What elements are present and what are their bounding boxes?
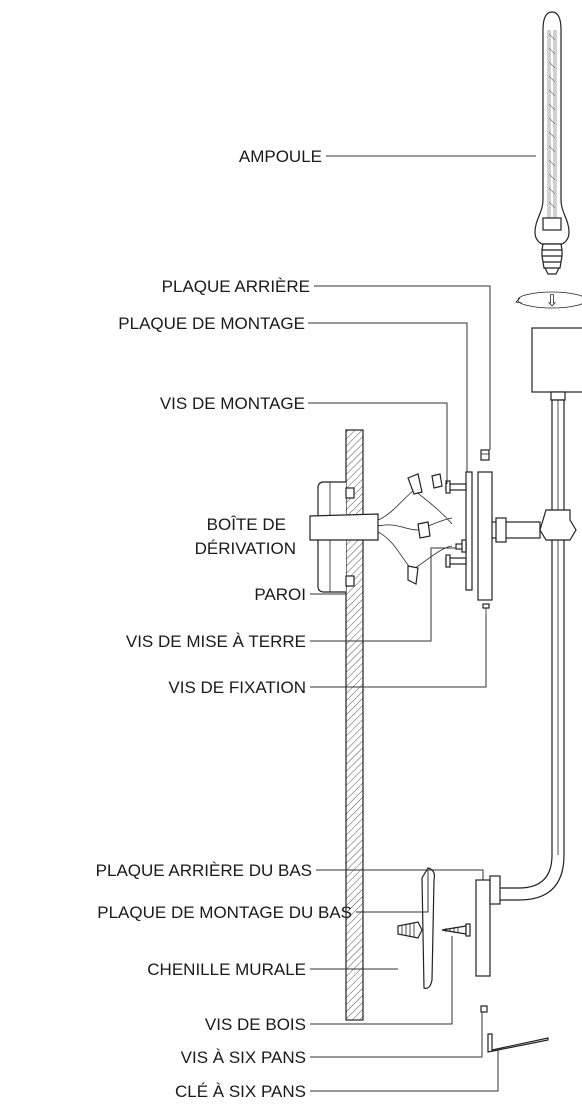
wood-screw <box>441 923 471 937</box>
lower-arm-nut <box>489 875 501 905</box>
back-plate <box>477 471 493 601</box>
supply-cable <box>309 513 379 541</box>
junction-box-tab-top <box>345 487 355 499</box>
lower-mounting-hardware <box>397 867 549 1053</box>
label-boite-de-derivation-line2: DÉRIVATION <box>195 539 296 558</box>
label-chenille-murale: CHENILLE MURALE <box>147 960 306 979</box>
label-vis-de-bois: VIS DE BOIS <box>205 1015 306 1034</box>
bulb-filament <box>547 30 557 222</box>
label-plaque-arriere-du-bas: PLAQUE ARRIÈRE DU BAS <box>96 861 312 880</box>
label-vis-a-six-pans: VIS À SIX PANS <box>181 1048 306 1067</box>
socket-and-arm <box>483 327 582 901</box>
label-plaque-de-montage: PLAQUE DE MONTAGE <box>118 314 305 333</box>
wire-nut-top-right <box>431 473 443 489</box>
label-cle-a-six-pans: CLÉ À SIX PANS <box>175 1082 306 1101</box>
label-ampoule: AMPOULE <box>239 147 322 166</box>
leader-vis-de-montage <box>308 402 448 484</box>
leader-plaque-arriere <box>314 285 491 450</box>
mounting-plate <box>465 471 473 591</box>
wires <box>377 489 453 571</box>
wire-nut-bottom <box>407 565 419 585</box>
wire-nut-top <box>407 473 423 495</box>
leader-vis-de-bois <box>310 936 453 1025</box>
label-paroi: PAROI <box>254 585 306 604</box>
bulb-base <box>541 243 563 275</box>
leader-lines <box>308 155 536 1092</box>
leader-plaque-de-montage-du-bas <box>356 870 429 913</box>
horizontal-arm-nut <box>495 517 507 543</box>
bulb-glass <box>534 11 570 245</box>
leader-plaque-de-montage <box>308 322 468 472</box>
labels: AMPOULE PLAQUE ARRIÈRE PLAQUE DE MONTAGE… <box>96 147 352 1101</box>
label-vis-de-fixation: VIS DE FIXATION <box>168 678 306 697</box>
vertical-arm-tube <box>487 399 565 901</box>
tee-joint <box>539 509 577 541</box>
socket-collar <box>550 391 566 401</box>
hex-key <box>487 1033 549 1053</box>
junction-box <box>309 473 453 593</box>
leader-cle-a-six-pans <box>310 1048 499 1092</box>
rotation-indicator: ⇩ <box>515 291 582 310</box>
label-plaque-de-montage-du-bas: PLAQUE DE MONTAGE DU BAS <box>97 903 352 922</box>
label-vis-de-montage: VIS DE MONTAGE <box>160 394 305 413</box>
down-arrow-icon: ⇩ <box>545 291 558 310</box>
lower-back-plate <box>475 879 491 977</box>
fixing-screw-top <box>480 449 490 461</box>
mounting-screw-bottom <box>445 554 467 568</box>
wall-anchor-ribs <box>401 923 415 937</box>
mounting-screw-top <box>445 480 467 494</box>
upper-mounting-hardware <box>445 449 493 614</box>
rotation-arrowhead <box>515 297 523 304</box>
ground-screw <box>455 539 467 553</box>
leader-plaque-arriere-du-bas <box>316 869 484 880</box>
wire-nut-middle <box>417 521 431 539</box>
fixing-screw-bottom <box>482 603 490 614</box>
junction-box-tab-bottom <box>345 575 355 587</box>
bulb-stem <box>542 217 562 231</box>
hex-screw <box>480 1005 488 1013</box>
leader-vis-a-six-pans <box>310 1012 483 1058</box>
leader-vis-de-mise-a-terre <box>310 547 456 642</box>
leader-vis-de-fixation <box>310 614 487 688</box>
label-boite-de-derivation-line1: BOÎTE DE <box>207 515 286 534</box>
label-vis-de-mise-a-terre: VIS DE MISE À TERRE <box>126 632 306 651</box>
bulb <box>534 11 570 275</box>
label-plaque-arriere: PLAQUE ARRIÈRE <box>162 277 310 296</box>
socket-cup <box>531 327 582 393</box>
